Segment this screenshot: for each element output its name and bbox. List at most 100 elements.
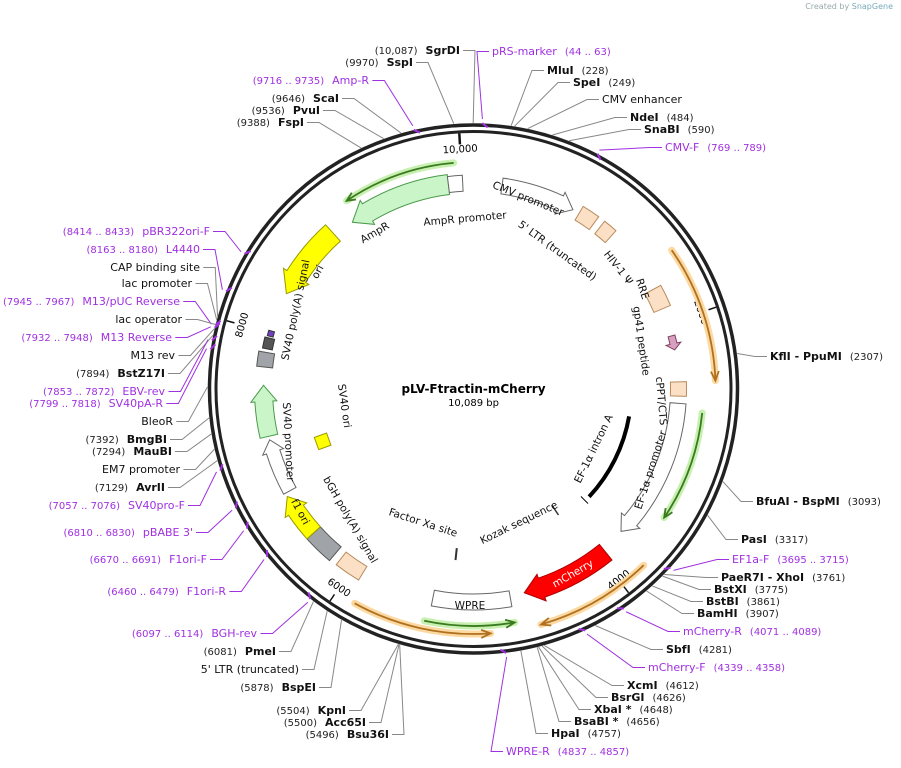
enzyme-label[interactable]: (5496)Bsu36I [306, 728, 389, 741]
primer-label[interactable]: (8414 .. 8433)pBR322ori-F [63, 225, 210, 238]
feature-ef1a-intron-a[interactable] [587, 416, 632, 499]
enzyme-label[interactable]: BstBI(3861) [706, 595, 780, 608]
green-arc-wpre[interactable] [424, 619, 515, 627]
primer-label[interactable]: (6810 .. 6830)pBABE 3' [64, 526, 194, 539]
feature-rre[interactable] [644, 284, 672, 314]
enzyme-label[interactable]: BfuAI - BspMI(3093) [756, 495, 881, 508]
enzyme-label[interactable]: (7894)BstZ17I [76, 367, 165, 380]
orange-arc-right[interactable] [670, 249, 717, 381]
feature-label[interactable]: lac promoter [122, 277, 193, 290]
enzyme-text: PasI(3317) [741, 533, 808, 546]
enzyme-label[interactable]: (9536)PvuI [252, 104, 320, 117]
enzyme-label[interactable]: SnaBI(590) [644, 123, 715, 136]
primer-label[interactable]: EF1a-F(3695 .. 3715) [732, 553, 849, 566]
enzyme-name: SpeI [573, 76, 600, 89]
primer-label[interactable]: mCherry-F(4339 .. 4358) [648, 661, 785, 674]
enzyme-name: BamHI [697, 607, 738, 620]
leader-line [416, 62, 455, 124]
feature-label[interactable]: CAP binding site [110, 261, 200, 274]
enzyme-label[interactable]: (9646)ScaI [272, 92, 339, 105]
primer-text: (9716 .. 9735)Amp-R [253, 74, 370, 87]
feature-5ltr-truncated[interactable] [574, 205, 600, 231]
enzyme-label[interactable]: XbaI *(4648) [594, 703, 673, 716]
primer-name: EF1a-F [732, 553, 769, 566]
enzyme-label[interactable]: BamHI(3907) [697, 607, 779, 620]
feature-cmv-promoter[interactable] [500, 177, 574, 215]
primer-label[interactable]: (7945 .. 7967)M13/pUC Reverse [3, 295, 180, 308]
enzyme-label[interactable]: XcmI(4612) [627, 679, 699, 692]
feature-hiv1-psi[interactable] [594, 220, 617, 244]
enzyme-label[interactable]: PaeR7I - XhoI(3761) [721, 571, 845, 584]
primer-label[interactable]: (6670 .. 6691)F1ori-F [90, 553, 207, 566]
feature-label[interactable]: CMV enhancer [602, 93, 682, 106]
primer-label[interactable]: (7057 .. 7076)SV40pro-F [49, 499, 185, 512]
feature-label[interactable]: BleoR [141, 415, 173, 428]
feature-label[interactable]: 5' LTR (truncated) [201, 663, 299, 676]
enzyme-text: BfuAI - BspMI(3093) [756, 495, 881, 508]
feature-factor-xa-site[interactable] [454, 548, 458, 561]
feature-label[interactable]: lac operator [115, 313, 182, 326]
enzyme-label[interactable]: HpaI(4757) [551, 727, 621, 740]
feature-f1-ori[interactable] [284, 495, 322, 540]
green-arc-ef1a[interactable] [663, 412, 704, 519]
feature-wpre[interactable] [430, 589, 513, 611]
enzyme-label[interactable]: (7392)BmgBI [86, 433, 167, 446]
enzyme-label[interactable]: BsrGI(4626) [611, 691, 686, 704]
enzyme-label[interactable]: (9970)SspI [345, 56, 413, 69]
feature-ori[interactable] [282, 224, 342, 295]
enzyme-label[interactable]: SpeI(249) [573, 76, 635, 89]
enzyme-label[interactable]: (5500)Acc65I [284, 716, 366, 729]
primer-label[interactable]: (7799 .. 7818)SV40pA-R [29, 397, 163, 410]
enzyme-label[interactable]: (5878)BspEI [240, 681, 316, 694]
orange-arc-bottom[interactable] [354, 602, 491, 635]
enzyme-label[interactable]: (9388)FspI [237, 116, 304, 129]
primer-label[interactable]: pRS-marker(44 .. 63) [492, 45, 611, 58]
enzyme-label[interactable]: SbfI(4281) [666, 643, 732, 656]
feature-cppt-cts[interactable] [669, 381, 688, 397]
enzyme-label[interactable]: BsaBI *(4656) [574, 715, 660, 728]
enzyme-label[interactable]: KflI - PpuMI(2307) [770, 350, 883, 363]
primer-label[interactable]: CMV-F(769 .. 789) [665, 141, 766, 154]
feature-label: AmpR [358, 220, 391, 246]
enzyme-label[interactable]: (7294)MauBI [92, 445, 172, 458]
feature-sv40-promoter[interactable] [261, 439, 297, 495]
feature-gp41-peptide[interactable] [664, 334, 683, 351]
feature-lac-elements[interactable] [261, 336, 276, 351]
feature-mcherry[interactable] [523, 543, 613, 602]
orange-arc-mcherry[interactable] [540, 564, 645, 626]
feature-kozak-sequence[interactable] [551, 504, 560, 516]
enzyme-label[interactable]: (7129)AvrII [95, 481, 165, 494]
feature-ef1a-promoter[interactable] [620, 402, 687, 532]
feature-sv40-ori[interactable] [313, 432, 332, 451]
primer-label[interactable]: (6460 .. 6479)F1ori-R [107, 585, 226, 598]
enzyme-label[interactable]: (6081)PmeI [204, 645, 276, 658]
feature-label: HIV-1 Ψ [601, 249, 635, 288]
feature-bleor[interactable] [249, 384, 279, 439]
primer-arc-ampr[interactable] [346, 162, 454, 202]
primer-label[interactable]: (6097 .. 6114)BGH-rev [132, 627, 258, 640]
leader-line [210, 530, 245, 560]
primer-label[interactable]: WPRE-R(4837 .. 4857) [506, 745, 629, 758]
enzyme-position: (228) [582, 66, 609, 77]
feature-ampr-promoter[interactable] [446, 174, 464, 194]
feature-sv40-polya[interactable] [256, 350, 276, 369]
enzyme-text: BsrGI(4626) [611, 691, 686, 704]
feature-m13-sites[interactable] [266, 329, 276, 338]
enzyme-label[interactable]: PasI(3317) [741, 533, 808, 546]
primer-label[interactable]: (7932 .. 7948)M13 Reverse [21, 331, 172, 344]
enzyme-label[interactable]: MluI(228) [547, 64, 609, 77]
enzyme-label[interactable]: BstXI(3775) [714, 583, 788, 596]
feature-5ltr-truncated-2[interactable] [335, 551, 368, 581]
feature-label[interactable]: EM7 promoter [102, 463, 180, 476]
primer-label[interactable]: (7853 .. 7872)EBV-rev [43, 385, 165, 398]
primer-label[interactable]: (8163 .. 8180)L4440 [86, 243, 200, 256]
enzyme-label[interactable]: (5504)KpnI [276, 704, 346, 717]
primer-label[interactable]: mCherry-R(4071 .. 4089) [683, 625, 821, 638]
primer-label[interactable]: (9716 .. 9735)Amp-R [253, 74, 370, 87]
enzyme-label[interactable]: NdeI(484) [630, 111, 694, 124]
primer-text: mCherry-F(4339 .. 4358) [648, 661, 785, 674]
enzyme-label[interactable]: (10,087)SgrDI [375, 44, 460, 57]
feature-ampr[interactable] [351, 174, 451, 225]
feature-label[interactable]: M13 rev [130, 349, 175, 362]
